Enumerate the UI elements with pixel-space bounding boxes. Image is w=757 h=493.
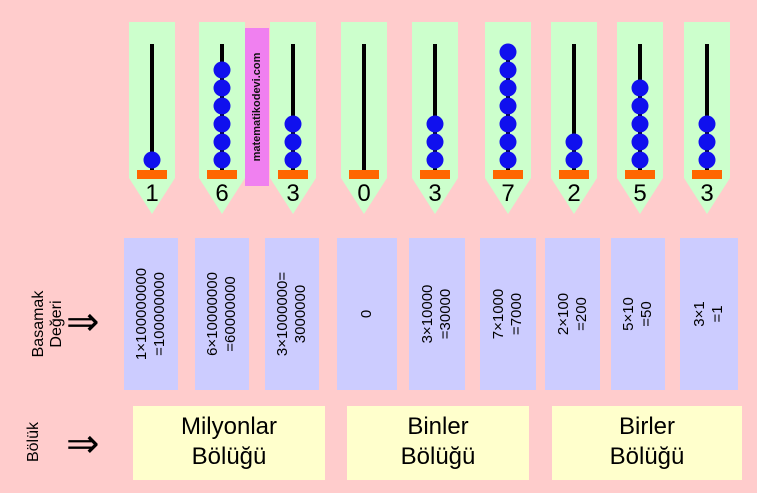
bead xyxy=(285,134,302,151)
group-thousands: Binler Bölüğü xyxy=(347,406,529,480)
group-millions: Milyonlar Bölüğü xyxy=(133,406,325,480)
bead xyxy=(214,62,231,79)
rod-base xyxy=(420,170,450,179)
digit-5: 3 xyxy=(412,180,458,208)
bead xyxy=(427,116,444,133)
rod-base xyxy=(278,170,308,179)
bead xyxy=(632,134,649,151)
rod-base xyxy=(349,170,379,179)
place-value-arrow: ⇒ xyxy=(66,302,100,342)
rod-base xyxy=(493,170,523,179)
rod-base xyxy=(207,170,237,179)
watermark-text: matematikodevi.com xyxy=(251,53,263,162)
digit-9: 3 xyxy=(684,180,730,208)
watermark-label: matematikodevi.com xyxy=(245,28,269,186)
place-value-text: 7×1000 =7000 xyxy=(490,289,526,339)
bead xyxy=(285,152,302,169)
bead xyxy=(427,134,444,151)
bead xyxy=(214,80,231,97)
place-value-box-4: 0 xyxy=(337,238,397,390)
place-value-box-8: 5×10 =50 xyxy=(611,238,665,390)
bead xyxy=(566,152,583,169)
bead xyxy=(500,62,517,79)
rod-base xyxy=(137,170,167,179)
bead xyxy=(632,98,649,115)
bead xyxy=(500,134,517,151)
place-value-text: 0 xyxy=(358,310,376,318)
bead xyxy=(144,152,161,169)
bead xyxy=(632,80,649,97)
place-value-box-3: 3×1000000= 3000000 xyxy=(265,238,319,390)
bead xyxy=(427,152,444,169)
place-value-box-1: 1×100000000 =100000000 xyxy=(124,238,178,390)
place-value-text: 2×100 =200 xyxy=(555,293,591,335)
group-arrow: ⇒ xyxy=(66,424,100,464)
place-value-text: 1×100000000 =100000000 xyxy=(133,268,169,360)
bead xyxy=(500,152,517,169)
place-value-box-2: 6×10000000 =60000000 xyxy=(195,238,249,390)
digit-1: 1 xyxy=(129,180,175,208)
digit-4: 0 xyxy=(341,180,387,208)
bead xyxy=(285,116,302,133)
bead xyxy=(214,98,231,115)
place-value-box-5: 3×10000 =30000 xyxy=(409,238,465,390)
bead xyxy=(566,134,583,151)
place-value-box-6: 7×1000 =7000 xyxy=(480,238,536,390)
place-value-text: 3×10000 =30000 xyxy=(419,285,455,344)
rod-base xyxy=(625,170,655,179)
bead xyxy=(500,80,517,97)
bead xyxy=(699,134,716,151)
digit-2: 6 xyxy=(199,180,245,208)
bead xyxy=(500,116,517,133)
rod-base xyxy=(692,170,722,179)
bead xyxy=(632,116,649,133)
place-value-text: 3×1000000= 3000000 xyxy=(274,272,310,356)
place-value-box-9: 3×1 =1 xyxy=(680,238,738,390)
rod-base xyxy=(559,170,589,179)
bead xyxy=(214,134,231,151)
bead xyxy=(214,116,231,133)
digit-7: 2 xyxy=(551,180,597,208)
bead xyxy=(699,152,716,169)
digit-8: 5 xyxy=(617,180,663,208)
place-value-box-7: 2×100 =200 xyxy=(545,238,600,390)
bead xyxy=(214,152,231,169)
bead xyxy=(500,98,517,115)
digit-6: 7 xyxy=(485,180,531,208)
bead xyxy=(699,116,716,133)
place-value-text: 3×1 =1 xyxy=(691,301,727,326)
bead xyxy=(632,152,649,169)
place-value-text: 6×10000000 =60000000 xyxy=(204,272,240,356)
place-value-text: 5×10 =50 xyxy=(620,297,656,331)
digit-3: 3 xyxy=(270,180,316,208)
place-value-label: Basamak Değeri xyxy=(30,284,70,364)
bead xyxy=(500,44,517,61)
group-label: Bölük xyxy=(25,412,45,472)
group-units: Birler Bölüğü xyxy=(552,406,742,480)
